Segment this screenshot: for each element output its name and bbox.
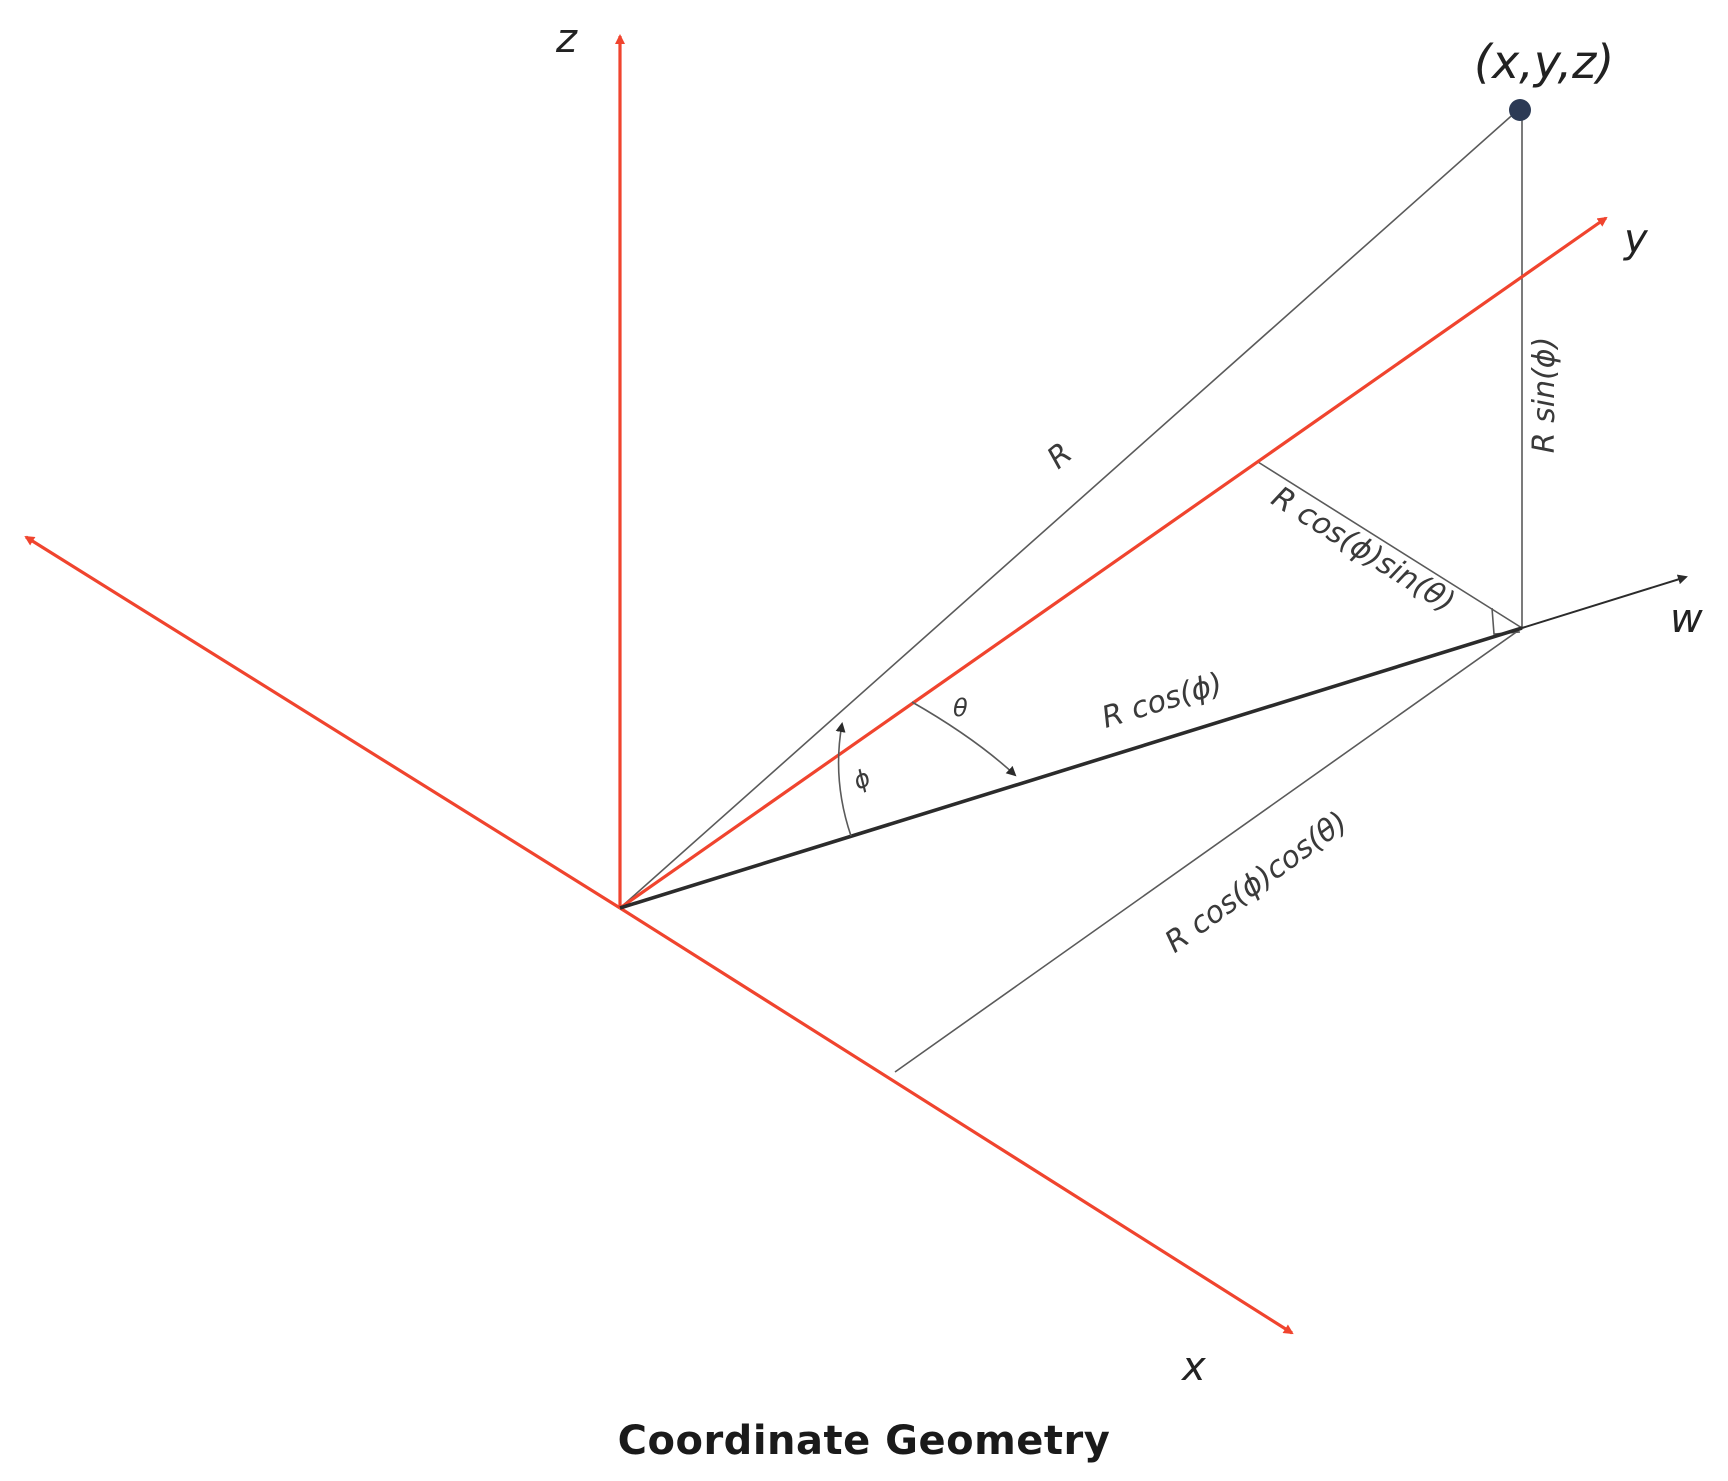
w-axis-label: w — [1670, 596, 1703, 642]
radius-label: R — [1041, 436, 1079, 476]
diagram-caption: Coordinate Geometry — [617, 1418, 1111, 1464]
theta-arc — [911, 701, 1017, 777]
z-axis-label: z — [555, 16, 578, 62]
radius-line — [619, 109, 1519, 909]
x-axis-label: x — [1180, 1344, 1206, 1390]
phi-arc — [835, 722, 852, 837]
x-projection-line — [894, 627, 1523, 1073]
x-axis — [619, 906, 1294, 1335]
horizontal-projection-line — [619, 626, 1523, 910]
point-label: (x,y,z) — [1474, 35, 1614, 89]
y-projection-line — [1257, 461, 1523, 629]
y-axis — [619, 216, 1608, 910]
vertical-label: R sin(ϕ) — [1527, 337, 1562, 454]
y-axis-label: y — [1623, 216, 1649, 262]
w-axis — [1521, 574, 1688, 629]
x-component-label: R cos(ϕ)cos(θ) — [1159, 805, 1355, 960]
point-marker — [1509, 99, 1531, 121]
theta-label: θ — [953, 694, 968, 722]
negative-x-axis — [24, 535, 621, 910]
y-component-label: R cos(ϕ)sin(θ) — [1265, 480, 1461, 620]
phi-label: ϕ — [849, 763, 875, 795]
